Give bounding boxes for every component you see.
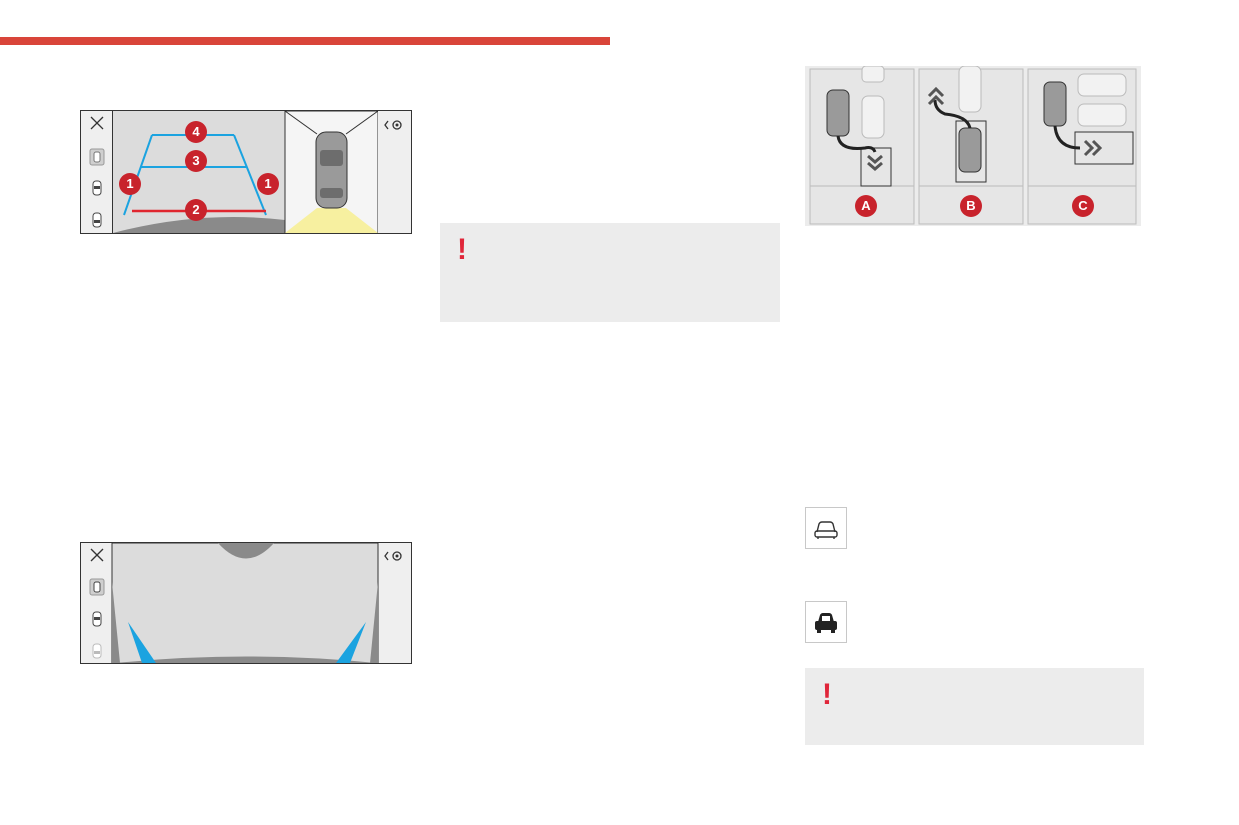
warning-icon: ! xyxy=(822,678,832,711)
camera-screen-guidelines: 4 3 1 1 2 xyxy=(80,110,412,234)
view-wide-icon[interactable] xyxy=(89,578,105,596)
maneuver-label-a: A xyxy=(855,195,877,217)
view-top-icon[interactable] xyxy=(89,148,105,166)
callout-2: 2 xyxy=(185,199,207,221)
view-front-icon[interactable] xyxy=(91,212,103,228)
view-front-icon[interactable] xyxy=(91,643,103,659)
header-accent-bar xyxy=(0,37,610,45)
view-rear-icon[interactable] xyxy=(91,180,103,196)
maneuver-label-c: C xyxy=(1072,195,1094,217)
camera-screen-wide xyxy=(80,542,412,664)
maneuver-label-b: B xyxy=(960,195,982,217)
callout-1-right: 1 xyxy=(257,173,279,195)
view-rear-icon[interactable] xyxy=(91,611,103,627)
car-outline-icon xyxy=(805,507,847,549)
gear-icon[interactable] xyxy=(384,118,404,132)
gear-icon[interactable] xyxy=(384,549,404,563)
warning-icon: ! xyxy=(457,233,467,266)
close-icon[interactable] xyxy=(90,116,104,130)
callout-4: 4 xyxy=(185,121,207,143)
warning-box-middle: ! xyxy=(440,223,780,322)
callout-1-left: 1 xyxy=(119,173,141,195)
car-filled-icon xyxy=(805,601,847,643)
parking-maneuvers-diagram: A B C xyxy=(805,66,1141,226)
warning-box-right: ! xyxy=(805,668,1144,745)
guide-line-right xyxy=(233,134,267,216)
close-icon[interactable] xyxy=(90,548,104,562)
guide-line-left xyxy=(123,134,153,216)
callout-3: 3 xyxy=(185,150,207,172)
